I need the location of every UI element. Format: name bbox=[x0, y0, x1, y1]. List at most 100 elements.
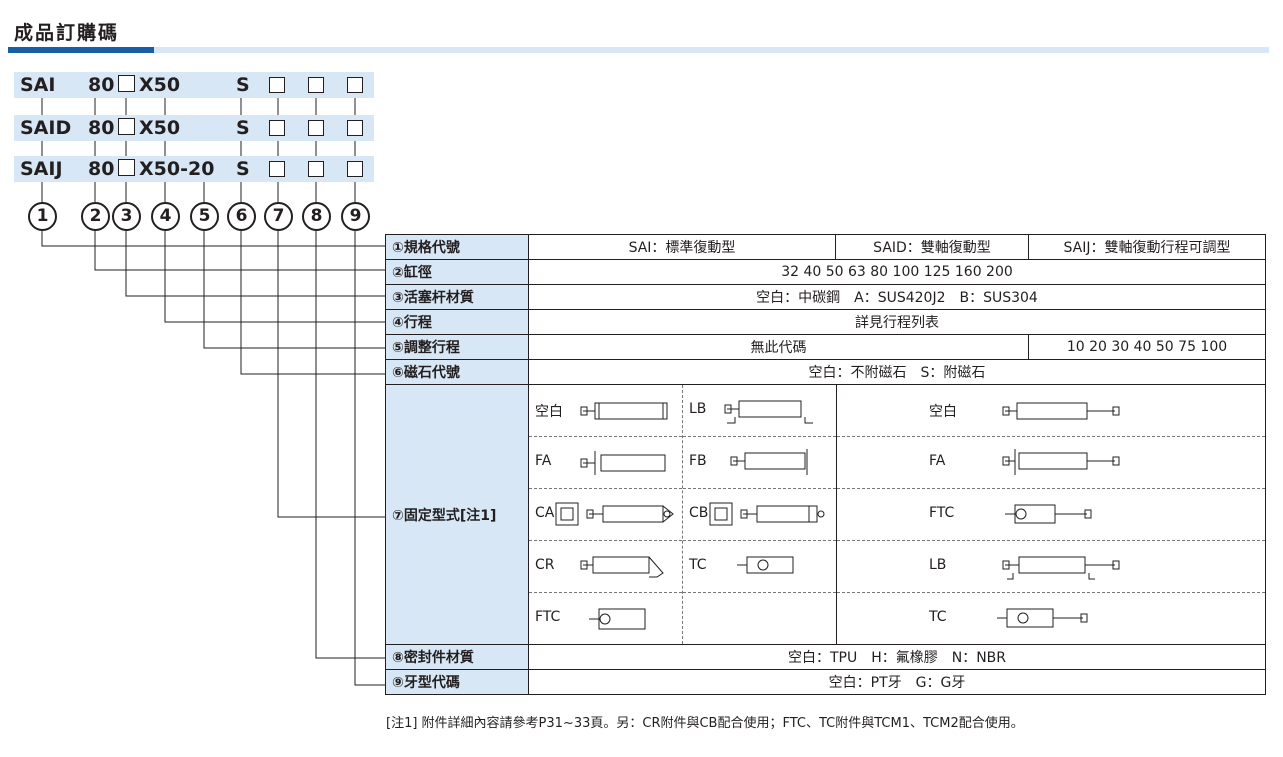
table-row: ⑧密封件材質 空白：TPU H：氟橡膠 N：NBR bbox=[385, 644, 1266, 670]
mount-option: TC bbox=[683, 541, 836, 593]
callout-8: 8 bbox=[302, 202, 331, 231]
code-stroke: X50-20 bbox=[139, 158, 215, 180]
double-rod-cylinder-icon bbox=[997, 608, 1088, 628]
table-row: ④行程 詳見行程列表 bbox=[385, 309, 1266, 335]
mount-grid: 空白 FA CA CR FTC LB FB bbox=[529, 385, 1265, 644]
rod-material-box bbox=[118, 75, 135, 92]
mount-box bbox=[269, 77, 285, 93]
seal-box bbox=[308, 120, 324, 136]
row-value: 空白：PT牙 G：G牙 bbox=[528, 669, 1266, 695]
mount-option: CB bbox=[683, 489, 836, 541]
row-label: ⑥磁石代號 bbox=[385, 359, 529, 385]
double-rod-cylinder-icon bbox=[1002, 449, 1120, 475]
mount-col: 空白 FA CA CR FTC bbox=[529, 385, 683, 644]
cylinder-icon bbox=[580, 402, 668, 420]
mount-option bbox=[683, 593, 836, 644]
row-label: ⑨牙型代碼 bbox=[385, 669, 529, 695]
mount-option: FA bbox=[529, 437, 682, 489]
footnote: [注1] 附件詳細內容請參考P31~33頁。另：CR附件與CB配合使用；FTC、… bbox=[386, 716, 1024, 731]
row-value: 空白：不附磁石 S：附磁石 bbox=[528, 359, 1266, 385]
cylinder-icon bbox=[730, 449, 808, 475]
rod-material-box bbox=[118, 118, 135, 135]
code-model: SAI bbox=[20, 74, 56, 96]
row-value: 詳見行程列表 bbox=[528, 309, 1266, 335]
mount-option: FTC bbox=[529, 593, 682, 644]
code-row-sai: SAI 80 X50 S bbox=[14, 72, 374, 98]
callout-5: 5 bbox=[190, 202, 219, 231]
code-bore: 80 bbox=[88, 117, 115, 139]
mount-option: LB bbox=[837, 541, 1265, 593]
row-label: ⑧密封件材質 bbox=[385, 644, 529, 670]
row-label: ⑤調整行程 bbox=[385, 334, 529, 360]
double-rod-cylinder-icon bbox=[1005, 504, 1092, 524]
code-model: SAID bbox=[20, 117, 72, 139]
mount-option: TC bbox=[837, 593, 1265, 644]
mount-option: CA bbox=[529, 489, 682, 541]
mount-box bbox=[269, 161, 285, 177]
thread-box bbox=[347, 120, 363, 136]
spec-table: ①規格代號 SAI：標準復動型 SAID：雙軸復動型 SAIJ：雙軸復動行程可調… bbox=[385, 234, 1266, 695]
callout-2: 2 bbox=[81, 202, 110, 231]
mount-option: FA bbox=[837, 437, 1265, 489]
mount-option: CR bbox=[529, 541, 682, 593]
row-label: ②缸徑 bbox=[385, 259, 529, 285]
callout-7: 7 bbox=[264, 202, 293, 231]
table-row: ⑤調整行程 無此代碼 10 20 30 40 50 75 100 bbox=[385, 334, 1266, 360]
seal-box bbox=[308, 77, 324, 93]
row-value: 空白：中碳鋼 A：SUS420J2 B：SUS304 bbox=[528, 284, 1266, 310]
table-row: ③活塞杆材質 空白：中碳鋼 A：SUS420J2 B：SUS304 bbox=[385, 284, 1266, 310]
table-row: ⑦固定型式[注1] 空白 FA CA CR FTC LB bbox=[385, 384, 1266, 645]
title-underline-accent bbox=[8, 47, 154, 53]
row-label: ①規格代號 bbox=[385, 234, 529, 260]
row-value: 空白：TPU H：氟橡膠 N：NBR bbox=[528, 644, 1266, 670]
cylinder-icon bbox=[737, 556, 794, 574]
callout-9: 9 bbox=[341, 202, 370, 231]
double-rod-cylinder-icon bbox=[1002, 556, 1120, 580]
callout-4: 4 bbox=[151, 202, 180, 231]
table-row: ①規格代號 SAI：標準復動型 SAID：雙軸復動型 SAIJ：雙軸復動行程可調… bbox=[385, 234, 1266, 260]
mount-col: 空白 FA FTC LB TC bbox=[837, 385, 1265, 644]
code-stroke: X50 bbox=[139, 74, 181, 96]
row-value: SAIJ：雙軸復動行程可調型 bbox=[1028, 234, 1266, 260]
rod-material-box bbox=[118, 159, 135, 176]
cylinder-icon bbox=[709, 502, 825, 526]
row-value: SAI：標準復動型 bbox=[528, 234, 836, 260]
code-bore: 80 bbox=[88, 158, 115, 180]
mount-option: 空白 bbox=[837, 385, 1265, 437]
callout-3: 3 bbox=[112, 202, 141, 231]
row-label: ⑦固定型式[注1] bbox=[385, 384, 529, 645]
thread-box bbox=[347, 161, 363, 177]
mount-option: FTC bbox=[837, 489, 1265, 541]
row-value: 10 20 30 40 50 75 100 bbox=[1028, 334, 1266, 360]
code-magnet: S bbox=[236, 74, 250, 96]
mount-box bbox=[269, 120, 285, 136]
code-model: SAIJ bbox=[20, 158, 63, 180]
title-underline bbox=[154, 47, 1269, 53]
cylinder-icon bbox=[580, 451, 666, 475]
mount-option: 空白 bbox=[529, 385, 682, 437]
code-bore: 80 bbox=[88, 74, 115, 96]
row-label: ④行程 bbox=[385, 309, 529, 335]
mount-option: LB bbox=[683, 385, 836, 437]
thread-box bbox=[347, 77, 363, 93]
cylinder-icon bbox=[555, 502, 674, 526]
table-row: ②缸徑 32 40 50 63 80 100 125 160 200 bbox=[385, 259, 1266, 285]
mount-col: LB FB CB TC bbox=[683, 385, 837, 644]
table-row: ⑨牙型代碼 空白：PT牙 G：G牙 bbox=[385, 669, 1266, 695]
cylinder-icon bbox=[580, 556, 664, 578]
table-row: ⑥磁石代號 空白：不附磁石 S：附磁石 bbox=[385, 359, 1266, 385]
seal-box bbox=[308, 161, 324, 177]
code-magnet: S bbox=[236, 158, 250, 180]
callout-1: 1 bbox=[28, 202, 57, 231]
row-value: 無此代碼 bbox=[528, 334, 1029, 360]
mount-option: FB bbox=[683, 437, 836, 489]
code-row-said: SAID 80 X50 S bbox=[14, 115, 374, 141]
cylinder-icon bbox=[589, 608, 646, 630]
row-value: SAID：雙軸復動型 bbox=[835, 234, 1029, 260]
double-rod-cylinder-icon bbox=[1002, 402, 1120, 420]
row-value: 32 40 50 63 80 100 125 160 200 bbox=[528, 259, 1266, 285]
code-magnet: S bbox=[236, 117, 250, 139]
row-label: ③活塞杆材質 bbox=[385, 284, 529, 310]
code-stroke: X50 bbox=[139, 117, 181, 139]
